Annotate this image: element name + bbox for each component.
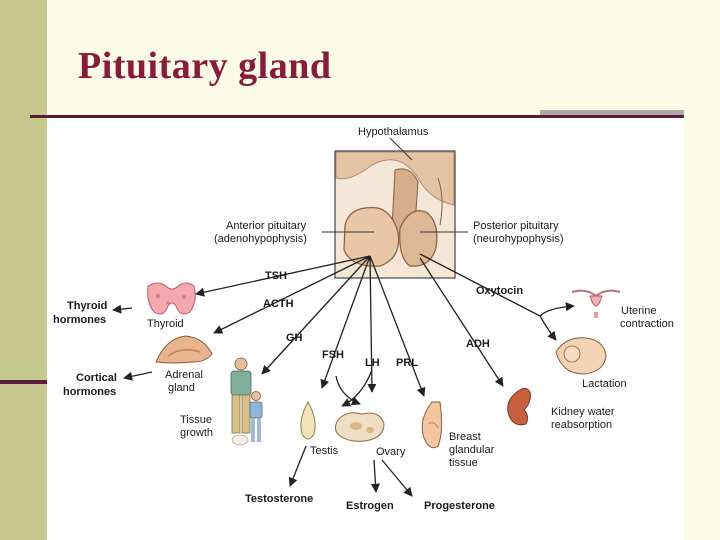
hypothalamus-tissue [335,151,455,206]
kidney-label-line1: Kidney water [551,406,615,418]
fsh-label: FSH [322,349,344,361]
oxytocin-label: Oxytocin [476,285,523,297]
breast-label-line1: Breast [449,431,481,443]
testis-illustration [300,400,316,440]
anterior-lobe [343,207,400,267]
testis-label: Testis [310,445,339,457]
lh-arrow-2 [341,369,373,407]
adrenal-label-line1: Adrenal [165,369,203,381]
anterior-label-line2: (adenohypophysis) [214,233,307,245]
posterior-label-line1: Posterior pituitary [473,220,559,232]
ovary-progesterone-arrow [381,459,413,497]
cortical-hormones-line1: Cortical [76,372,117,384]
tissue-growth-figures [230,357,263,446]
breast-label-line2: glandular [449,444,495,456]
kidney-label-line2: reabsorption [551,419,612,431]
breast-illustration [421,401,443,449]
fsh-arrow-1 [320,255,371,389]
posterior-lobe [399,210,438,267]
progesterone-label: Progesterone [424,500,495,512]
tissue-growth-line2: growth [180,427,213,439]
posterior-label-line2: (neurohypophysis) [473,233,564,245]
kidney-illustration [507,387,531,426]
fsh-arrow-2 [335,375,361,406]
adh-arrow [419,257,504,387]
ovary-illustration [334,412,385,442]
gh-arrow [261,255,371,375]
sella-outline [437,177,443,226]
anterior-label-line1: Anterior pituitary [226,220,307,232]
uterus-illustration [571,289,621,318]
uterine-label-line2: contraction [620,318,674,330]
left-accent-rule [0,380,47,384]
tsh-label: TSH [265,270,287,282]
prl-arrow [369,255,426,397]
tsh-arrow [195,255,371,297]
adh-label: ADH [466,338,490,350]
thyroid-label: Thyroid [147,318,184,330]
oxytocin-uterus-arrow [539,302,575,317]
adrenal-illustration [155,335,213,364]
tissue-growth-line1: Tissue [180,414,212,426]
testosterone-label: Testosterone [245,493,313,505]
title-underline [30,115,684,118]
thyroid-hormones-line2: hormones [53,314,106,326]
pituitary-anatomy-illustration [334,150,456,279]
thyroid-illustration [147,282,196,315]
adrenal-output-arrow [123,371,153,381]
prl-label: PRL [396,357,418,369]
oxytocin-breast-arrow [539,315,557,341]
thyroid-output-arrow [112,304,133,314]
left-decorative-band [0,0,47,540]
lactation-illustration [555,337,607,375]
lh-label: LH [365,357,380,369]
estrogen-label: Estrogen [346,500,394,512]
oxytocin-line [419,253,541,317]
acth-arrow [213,255,371,334]
gh-label: GH [286,332,303,344]
hypothalamus-label: Hypothalamus [358,126,429,138]
lactation-label: Lactation [582,378,627,390]
thyroid-hormones-line1: Thyroid [67,300,107,312]
acth-label: ACTH [263,298,294,310]
ovary-label: Ovary [376,446,406,458]
lh-arrow-1 [367,255,377,393]
cortical-hormones-line2: hormones [63,386,116,398]
slide-title: Pituitary gland [78,45,332,87]
adrenal-label-line2: gland [168,382,195,394]
breast-label-line3: tissue [449,457,478,469]
uterine-label-line1: Uterine [621,305,656,317]
testis-output-arrow [288,445,307,487]
hypothalamus-leader [389,137,413,161]
ovary-estrogen-arrow [370,459,381,493]
title-underline-accent [540,110,684,115]
